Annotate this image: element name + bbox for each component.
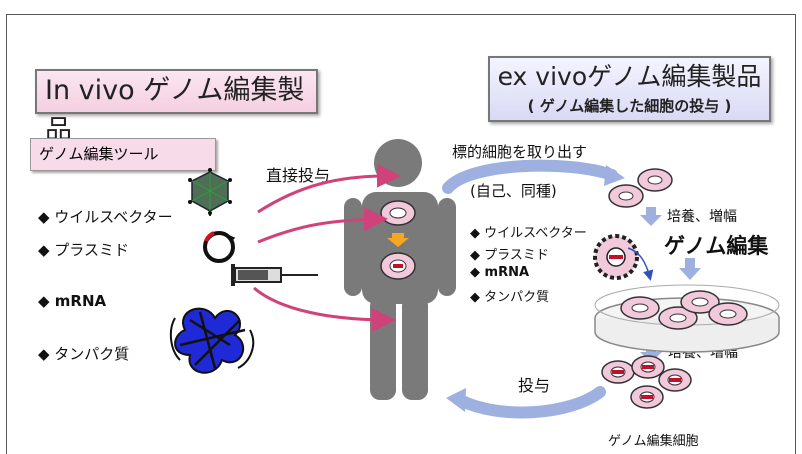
administer-arrow	[454, 386, 606, 419]
down-arrow-icon	[640, 207, 662, 226]
virus-vector-icon	[188, 168, 232, 216]
edit-arrow	[627, 247, 654, 281]
invivo-tool-plasmid: ◆ プラスミド	[38, 241, 130, 259]
down-arrow-icon	[640, 343, 662, 363]
invivo-tool-mrna: ◆ mRNA	[38, 292, 107, 310]
culture-label-1: 培養、増幅	[667, 209, 737, 225]
editing-cell-icon	[593, 234, 639, 280]
down-arrow-icon	[679, 258, 701, 280]
extract-arrow-head	[604, 165, 625, 186]
slide-frame	[6, 14, 796, 454]
source-label: (自己、同種)	[470, 182, 557, 200]
exvivo-title-box: ex vivoゲノム編集製品 ( ゲノム編集した細胞の投与 )	[488, 56, 771, 122]
down-arrow-icon	[387, 233, 409, 247]
edited-cells-label: ゲノム編集細胞	[608, 434, 699, 449]
exvivo-tool-virus-vector: ◆ ウイルスベクター	[470, 226, 587, 241]
invivo-tool-virus-vector: ◆ ウイルスベクター	[38, 208, 173, 226]
exvivo-tool-mrna: ◆ mRNA	[470, 265, 530, 280]
direct-admin-arrow-2	[257, 207, 388, 244]
invivo-tool-protein: ◆ タンパク質	[38, 345, 130, 363]
extracted-cells-icon	[608, 168, 673, 208]
administer-arrow-head	[446, 388, 466, 412]
edited-cell-icon	[380, 252, 416, 280]
direct-admin-arrow-1	[257, 163, 401, 214]
direct-admin-arrow-3	[253, 286, 396, 332]
syringe-icon	[231, 264, 318, 286]
administer-label: 投与	[518, 376, 551, 395]
extract-arrow	[442, 159, 618, 194]
exvivo-subtitle: ( ゲノム編集した細胞の投与 )	[527, 97, 732, 115]
genome-edit-label: ゲノム編集	[664, 234, 769, 258]
exvivo-tool-plasmid: ◆ プラスミド	[470, 248, 549, 263]
petri-dish-icon	[594, 284, 780, 353]
protein-icon	[169, 307, 255, 374]
edited-cells-icon	[601, 355, 692, 409]
plasmid-icon	[203, 231, 236, 263]
cell-icon	[380, 200, 416, 226]
direct-admin-label: 直接投与	[266, 166, 331, 185]
tools-header: ゲノム編集ツール	[30, 138, 216, 171]
exvivo-tool-protein: ◆ タンパク質	[470, 290, 550, 305]
exvivo-title: ex vivoゲノム編集製品	[497, 62, 762, 91]
extract-label: 標的細胞を取り出す	[452, 143, 588, 161]
